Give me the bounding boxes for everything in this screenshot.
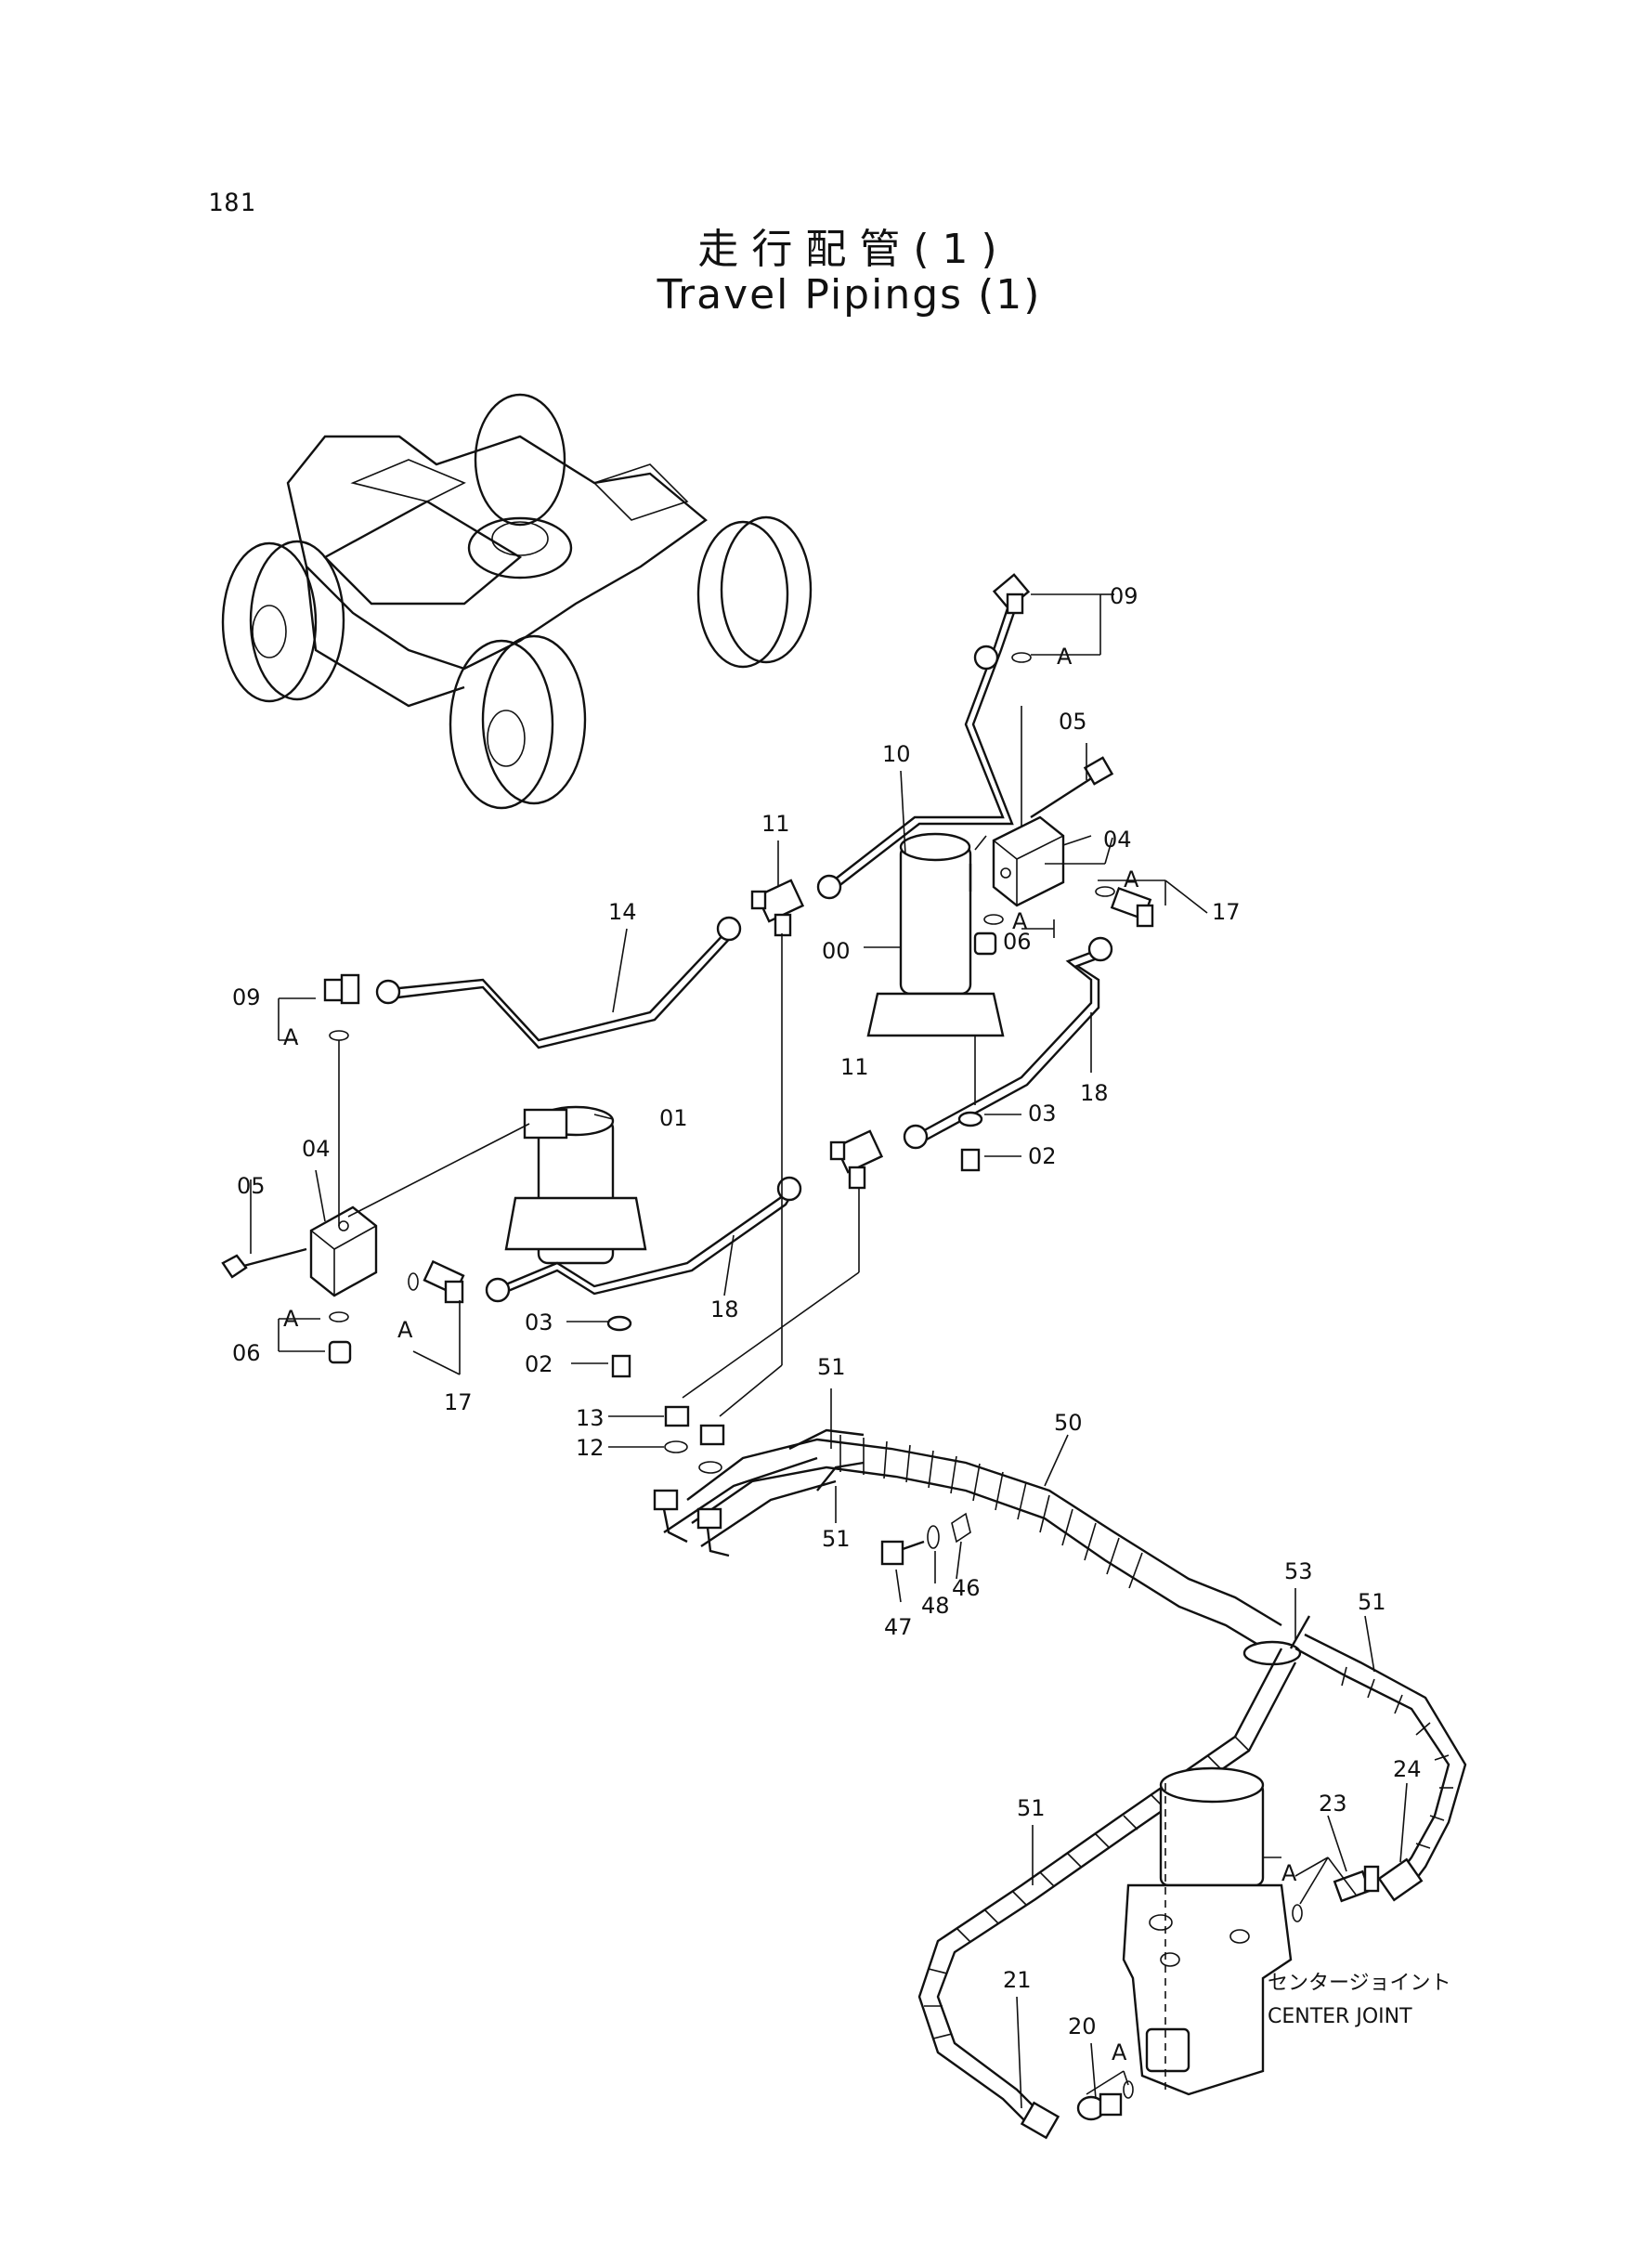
- label-part-18-lower: 18: [710, 1296, 739, 1322]
- elbow-09-lower: [323, 973, 360, 1005]
- label-part-53: 53: [1284, 1558, 1313, 1584]
- plug-06-lower: [328, 1340, 352, 1364]
- label-part-a1: A: [1057, 644, 1073, 670]
- travel-motor-01: [504, 1105, 647, 1265]
- callout-brackets: [278, 593, 1357, 2095]
- washer-03-lower: [606, 1315, 632, 1332]
- label-part-51-top: 51: [817, 1354, 846, 1380]
- label-part-10: 10: [882, 741, 911, 767]
- label-part-24: 24: [1393, 1756, 1422, 1782]
- label-part-06-lower: 06: [232, 1340, 261, 1366]
- label-part-a7: A: [1281, 1860, 1297, 1886]
- label-part-02-upper: 02: [1028, 1143, 1057, 1169]
- center-joint-label-en: CENTER JOINT: [1268, 2005, 1412, 2028]
- label-part-06-upper: 06: [1003, 929, 1032, 955]
- washer-03-upper: [957, 1111, 983, 1127]
- hose-51-right: [1294, 1633, 1467, 1902]
- label-part-11-upper: 11: [761, 811, 790, 837]
- valve-block-04-lower: [309, 1205, 378, 1297]
- bolt-47: [880, 1540, 925, 1566]
- label-part-02-lower: 02: [525, 1351, 553, 1377]
- label-part-00: 00: [822, 938, 851, 964]
- bolt-05-upper: [1030, 756, 1114, 819]
- travel-motor-00: [866, 832, 1005, 1037]
- clamp-53: [1242, 1615, 1311, 1666]
- label-part-09-upper: 09: [1110, 583, 1138, 609]
- label-part-51-lower: 51: [1017, 1795, 1046, 1821]
- label-part-05-lower: 05: [237, 1173, 266, 1199]
- label-part-50: 50: [1054, 1410, 1083, 1436]
- label-part-05-upper: 05: [1059, 709, 1087, 735]
- valve-block-04-upper: [992, 815, 1065, 907]
- elbow-17-lower: [423, 1259, 465, 1304]
- bolt-02-lower: [611, 1354, 631, 1378]
- nut-13: [664, 1405, 725, 1446]
- label-part-a2: A: [1124, 866, 1139, 892]
- label-part-a6: A: [397, 1317, 413, 1343]
- elbow-20: [1076, 2092, 1123, 2121]
- tee-11-lower: [829, 1129, 884, 1190]
- pipe-18-upper: [903, 936, 1113, 1150]
- label-part-03-lower: 03: [525, 1309, 553, 1335]
- label-part-09-lower: 09: [232, 984, 261, 1010]
- label-part-13: 13: [576, 1405, 605, 1431]
- label-part-23: 23: [1319, 1791, 1347, 1817]
- label-part-01: 01: [659, 1105, 688, 1131]
- label-part-17-upper: 17: [1212, 899, 1241, 925]
- o-rings-A: [329, 652, 1303, 2099]
- pipe-14: [375, 916, 742, 1049]
- bolt-02-upper: [960, 1148, 981, 1172]
- hose-51-upper-left: [788, 1428, 865, 1492]
- washer-12: [664, 1440, 722, 1474]
- clip-46: [951, 1512, 971, 1544]
- label-leaders: [250, 743, 1408, 2109]
- washer-48: [927, 1525, 940, 1549]
- elbow-17-upper: [1110, 886, 1154, 928]
- center-joint: [1122, 1766, 1293, 2096]
- plug-06-upper: [973, 932, 997, 956]
- label-part-a8: A: [1112, 2039, 1127, 2065]
- center-joint-label-jp: センタージョイント: [1268, 1972, 1451, 1995]
- page-title-japanese: 走行配管(1): [697, 226, 1010, 273]
- label-part-11-lower: 11: [840, 1054, 869, 1080]
- label-part-17-lower: 17: [444, 1389, 473, 1415]
- label-part-51-mid: 51: [822, 1526, 851, 1552]
- label-part-12: 12: [576, 1435, 605, 1461]
- leader-11-lower-b: [682, 1271, 860, 1399]
- undercarriage-illustration: [221, 393, 813, 810]
- label-part-04-lower: 04: [302, 1136, 331, 1162]
- tee-11-upper: [750, 879, 805, 937]
- page-number: 181: [208, 189, 256, 217]
- elbow-09-upper: [992, 573, 1031, 615]
- label-part-51-right: 51: [1358, 1589, 1386, 1615]
- label-part-21: 21: [1003, 1967, 1032, 1993]
- page-title-english: Travel Pipings (1): [657, 271, 1042, 319]
- label-part-04-upper: 04: [1103, 827, 1132, 853]
- label-part-46: 46: [952, 1575, 981, 1601]
- label-part-48: 48: [921, 1593, 950, 1619]
- label-part-47: 47: [884, 1614, 913, 1640]
- pipe-10: [816, 593, 1021, 900]
- label-part-20: 20: [1068, 2013, 1097, 2039]
- label-part-03-upper: 03: [1028, 1101, 1057, 1127]
- label-part-14: 14: [608, 899, 637, 925]
- label-part-a3: A: [1012, 908, 1028, 934]
- label-part-a4: A: [283, 1024, 299, 1050]
- leader-11-upper-b: [719, 1364, 783, 1417]
- bolt-05-lower: [221, 1247, 307, 1279]
- hose-assembly-50: [653, 1435, 1282, 1655]
- leader-04-to-01: [347, 1123, 530, 1218]
- connector-23: [1333, 1865, 1380, 1903]
- label-part-18-upper: 18: [1080, 1080, 1109, 1106]
- label-part-a5: A: [283, 1306, 299, 1332]
